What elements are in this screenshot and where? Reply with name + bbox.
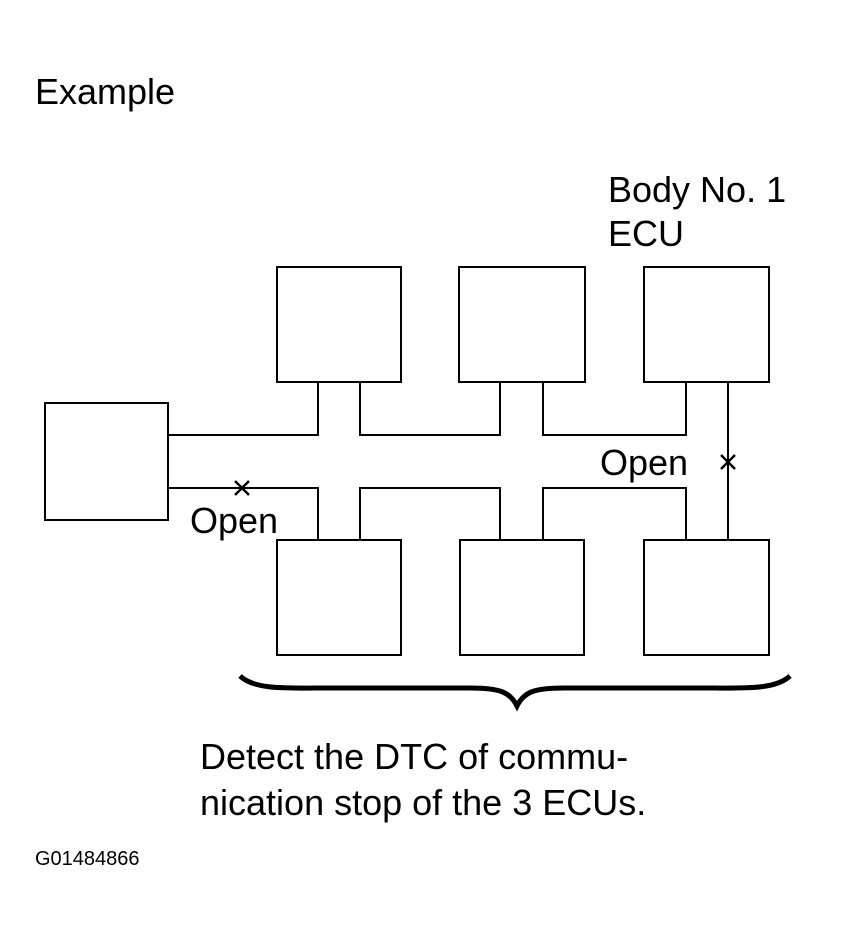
ecu-box-top-1 <box>276 266 402 383</box>
open-break-mark-right <box>720 454 736 470</box>
ecu-box-top-2 <box>458 266 586 383</box>
body-ecu-label-line1: Body No. 1 <box>608 169 787 210</box>
bus-wire-lower-a <box>168 487 319 540</box>
ecu-box-bottom-3 <box>643 539 770 656</box>
body-ecu-label: Body No. 1 ECU <box>608 168 786 256</box>
ecu-box-bottom-1 <box>276 539 402 656</box>
open-label-left: Open <box>190 500 279 541</box>
ecu-box-left <box>44 402 169 521</box>
open-label-right: Open <box>600 442 689 483</box>
caption-line-1: Detect the DTC of commu- <box>200 736 629 777</box>
body-ecu-label-line2: ECU <box>608 213 685 254</box>
ecu-box-bottom-2 <box>459 539 585 656</box>
body-no1-ecu-box <box>643 266 770 383</box>
caption-line-2: nication stop of the 3 ECUs. <box>200 782 647 823</box>
bus-wire-upper-c <box>542 382 687 436</box>
bus-wire-upper-b <box>359 382 501 436</box>
bus-wire-lower-c <box>542 487 687 540</box>
diagram-caption: Detect the DTC of commu- nication stop o… <box>200 734 646 826</box>
grouping-brace <box>238 674 792 712</box>
bus-wire-lower-b <box>359 487 501 540</box>
page-title: Example <box>35 71 176 112</box>
bus-wire-upper-a <box>168 382 319 436</box>
open-break-mark-left <box>234 480 250 496</box>
figure-id: G01484866 <box>35 848 140 870</box>
